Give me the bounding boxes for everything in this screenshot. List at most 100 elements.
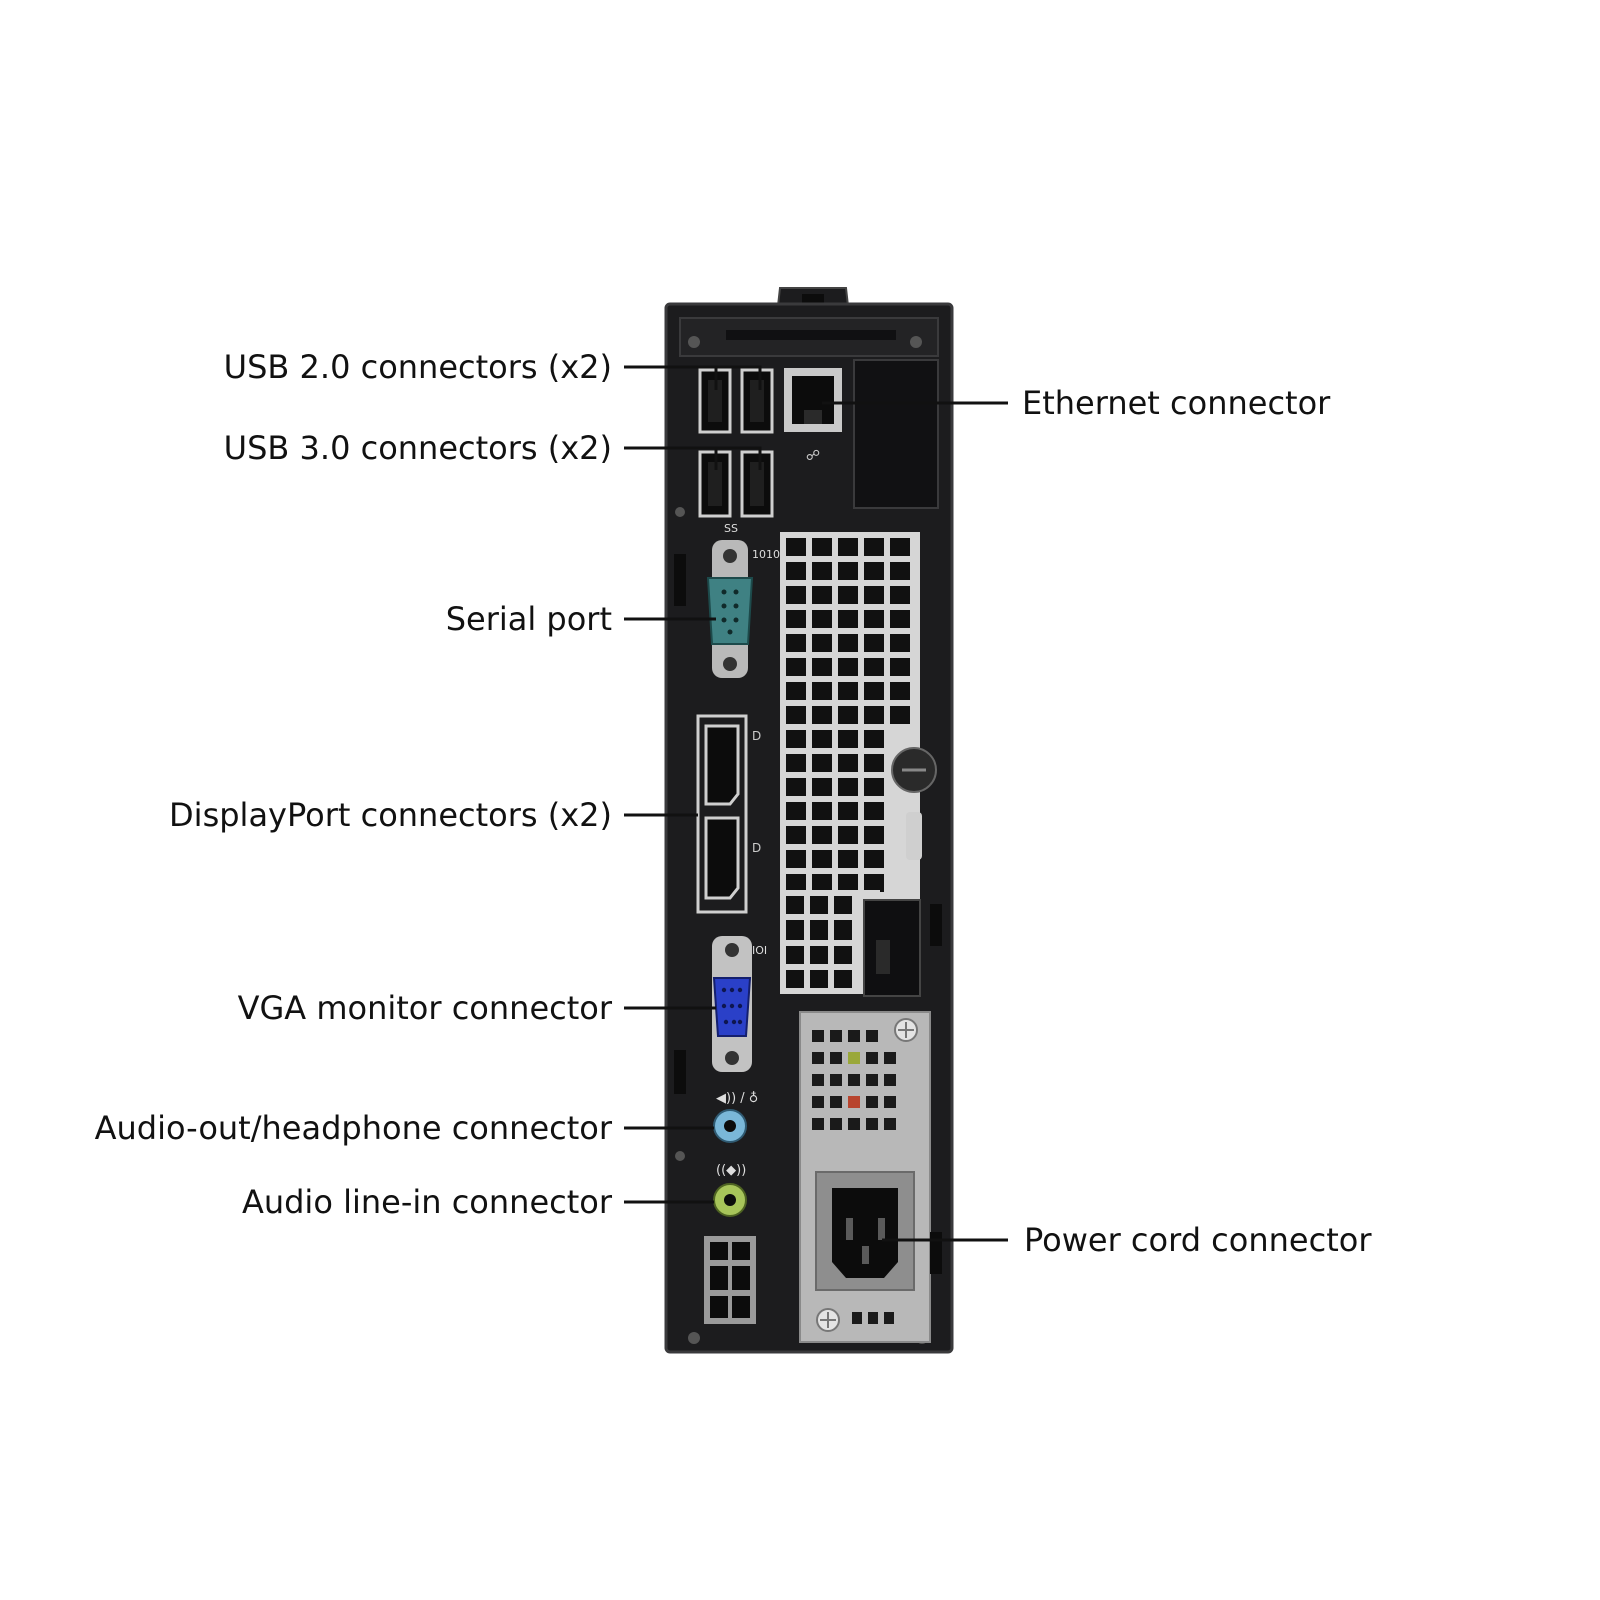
vent-cell (838, 874, 858, 892)
vent-cell (812, 802, 832, 820)
vent-cell (864, 562, 884, 580)
vent-cell (812, 874, 832, 892)
vent-cell (890, 610, 910, 628)
vent-cell (812, 850, 832, 868)
ethernet-label: Ethernet connector (1022, 384, 1331, 422)
vent-cell (838, 562, 858, 580)
leader-lines (624, 365, 1008, 1242)
vent-cell (864, 706, 884, 724)
vent-cell (838, 658, 858, 676)
lower-left-vent (704, 1236, 756, 1324)
displayport-ports: D D (696, 714, 761, 914)
vent-cell (890, 634, 910, 652)
vent-cell (786, 802, 806, 820)
vent-cell (864, 730, 884, 748)
chassis-screw (688, 336, 700, 348)
vent-cell (864, 850, 884, 868)
serial-marking: 10101 (752, 548, 787, 561)
usb3-label: USB 3.0 connectors (x2) (224, 429, 612, 467)
vent-cell (812, 826, 832, 844)
vent-cell (786, 730, 806, 748)
vent-cell (786, 634, 806, 652)
vent-cell (838, 586, 858, 604)
vent-cell (812, 730, 832, 748)
vent-cell (812, 610, 832, 628)
network-symbol-icon: ☍ (806, 448, 820, 464)
usb2-leader-line (624, 365, 762, 390)
vent-cell (786, 562, 806, 580)
chassis-screw (910, 336, 922, 348)
upper-vent-grid (780, 532, 937, 912)
usb3-ss-marking: SS (724, 522, 738, 535)
chassis-screw (688, 1332, 700, 1344)
usb2-label: USB 2.0 connectors (x2) (224, 348, 612, 386)
displayport-port (704, 724, 740, 806)
headphone-symbol-icon: ◀)) / ♁ (716, 1091, 758, 1106)
vent-cell (786, 754, 806, 772)
vent-cell (786, 850, 806, 868)
vent-cell (812, 706, 832, 724)
line-in-symbol-icon: ((◆)) (716, 1163, 746, 1178)
vent-cell (864, 682, 884, 700)
vent-cell (864, 754, 884, 772)
vent-cell (786, 610, 806, 628)
vent-cell (890, 562, 910, 580)
vent-cell (812, 538, 832, 556)
serial-port: 10101 (706, 540, 787, 678)
serial-label: Serial port (446, 600, 612, 638)
vent-cell (864, 610, 884, 628)
vent-cell (864, 586, 884, 604)
vent-cell (838, 730, 858, 748)
vent-cell (786, 538, 806, 556)
vent-cell (864, 778, 884, 796)
vent-cell (838, 706, 858, 724)
displayport-icon: D (752, 729, 761, 743)
audio-in-label: Audio line-in connector (242, 1183, 613, 1221)
vent-cell (812, 634, 832, 652)
vent-cell (890, 658, 910, 676)
vent-cell (838, 682, 858, 700)
vent-cell (838, 754, 858, 772)
vent-cell (786, 826, 806, 844)
vent-cell (838, 850, 858, 868)
vent-cell (838, 778, 858, 796)
audio-in-jack: ((◆)) (713, 1163, 747, 1217)
vent-cell (864, 538, 884, 556)
vent-cell (786, 658, 806, 676)
vent-cell (864, 826, 884, 844)
vent-cell (812, 586, 832, 604)
vga-label: VGA monitor connector (238, 989, 613, 1027)
vga-marking: IOI (752, 944, 767, 957)
vent-cell (786, 874, 806, 892)
vent-cell (786, 682, 806, 700)
expansion-block (853, 359, 939, 509)
vent-cell (812, 778, 832, 796)
vent-cell (864, 874, 884, 892)
vent-cell (812, 682, 832, 700)
vent-cell (812, 658, 832, 676)
vent-cell (838, 634, 858, 652)
vent-cell (890, 682, 910, 700)
vent-cell (838, 610, 858, 628)
power-label: Power cord connector (1024, 1221, 1372, 1259)
power-supply-unit (799, 1011, 931, 1343)
vent-cell (890, 706, 910, 724)
audio-out-jack: ◀)) / ♁ (713, 1091, 758, 1143)
vent-cell (786, 778, 806, 796)
vent-cell (812, 562, 832, 580)
usb3-leader-line (624, 446, 762, 470)
vent-cell (838, 802, 858, 820)
displayport-icon: D (752, 841, 761, 855)
ethernet-port: ☍ (784, 368, 842, 464)
vga-port: IOI (712, 936, 767, 1072)
displayport-port (704, 816, 740, 900)
vent-cell (838, 538, 858, 556)
vent-cell (890, 586, 910, 604)
vent-cell (812, 754, 832, 772)
displayport-label: DisplayPort connectors (x2) (169, 796, 612, 834)
vent-cell (864, 802, 884, 820)
vent-cell (864, 634, 884, 652)
callout-labels: USB 2.0 connectors (x2) USB 3.0 connecto… (95, 348, 1373, 1259)
vent-cell (786, 706, 806, 724)
